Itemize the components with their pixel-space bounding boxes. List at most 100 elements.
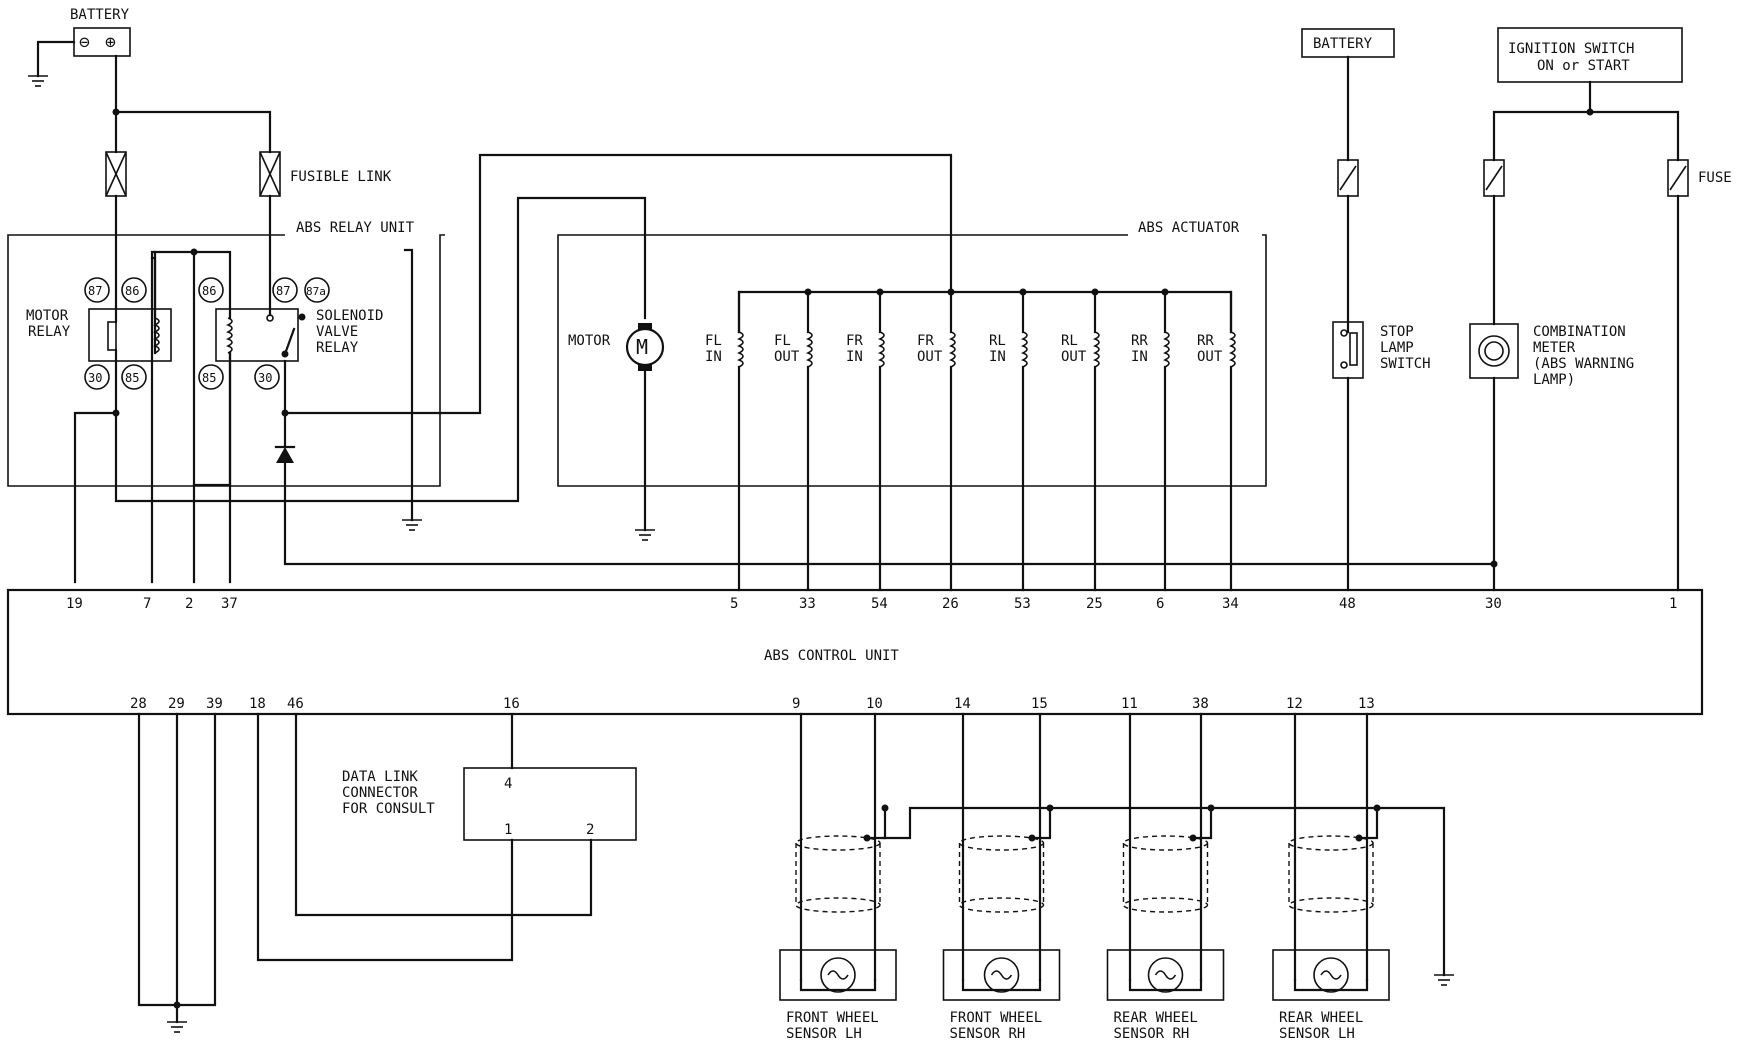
coil-label-8: RR: [1197, 333, 1214, 349]
right-supply: BATTERY STOP LAMP SWITCH IGNITION SWITCH…: [1301, 27, 1732, 592]
dlc-label-2: CONNECTOR: [342, 785, 418, 801]
abs-actuator: ABS ACTUATOR MOTOR M FLINFLOUTFRINFROUTR…: [557, 220, 1267, 592]
terminal-11: 11: [1121, 696, 1138, 712]
sensor-label: FRONT WHEEL: [786, 1010, 879, 1026]
terminal-48: 48: [1339, 596, 1356, 612]
sensor-sublabel: SENSOR RH: [1114, 1026, 1190, 1042]
terminal-19: 19: [66, 596, 83, 612]
solenoid-relay-box: [215, 308, 299, 362]
coil-label-1: FL: [705, 333, 722, 349]
ground-icon: [167, 1021, 187, 1033]
terminal-13: 13: [1358, 696, 1375, 712]
motor-relay-box: [88, 308, 172, 362]
terminal-53: 53: [1014, 596, 1031, 612]
fusible-link-label: FUSIBLE LINK: [290, 169, 392, 185]
coil-sublabel-1: IN: [705, 349, 722, 365]
coil-sublabel-2: OUT: [774, 349, 800, 365]
sensor-label: REAR WHEEL: [1279, 1010, 1363, 1026]
terminal-25: 25: [1086, 596, 1103, 612]
ignition-label-1: IGNITION SWITCH: [1508, 41, 1634, 57]
ground-icon: [1434, 974, 1454, 986]
solenoid-label-2: VALVE: [316, 324, 358, 340]
coil-label-3: FR: [846, 333, 863, 349]
stop-lamp-label-1: STOP: [1380, 324, 1414, 340]
stop-lamp-label-2: LAMP: [1380, 340, 1414, 356]
stop-lamp-label-3: SWITCH: [1380, 356, 1431, 372]
data-link-section: 4 1 2 DATA LINK CONNECTOR FOR CONSULT: [137, 712, 637, 1033]
abs-actuator-label: ABS ACTUATOR: [1138, 220, 1240, 236]
sensor-coil-icon: [1147, 957, 1184, 993]
relay-pin-87: 87: [88, 284, 102, 298]
dlc-label-1: DATA LINK: [342, 769, 418, 785]
sensor-coil-icon: [1313, 957, 1349, 993]
coil-label-6: RL: [1061, 333, 1078, 349]
relay-pin-87: 87: [276, 284, 290, 298]
coil-label-2: FL: [774, 333, 791, 349]
relay-pin-30: 30: [258, 371, 272, 385]
combination-label-3: (ABS WARNING: [1533, 356, 1634, 372]
terminal-39: 39: [206, 696, 223, 712]
sensor-label: FRONT WHEEL: [950, 1010, 1043, 1026]
sensor-sublabel: SENSOR RH: [950, 1026, 1026, 1042]
terminal-28: 28: [130, 696, 147, 712]
battery-main: BATTERY ⊖ ⊕: [28, 7, 272, 154]
coil-sublabel-4: OUT: [917, 349, 943, 365]
control-unit-label: ABS CONTROL UNIT: [764, 648, 899, 664]
sensor-coil-icon: [820, 957, 856, 993]
terminal-9: 9: [792, 696, 800, 712]
motor-label: MOTOR: [568, 333, 611, 349]
relay-pin-85: 85: [202, 371, 216, 385]
coil-sublabel-5: IN: [989, 349, 1006, 365]
ground-icon: [635, 529, 655, 541]
coil-label-7: RR: [1131, 333, 1148, 349]
relay-pin-circles: [84, 277, 330, 390]
coil-sublabel-7: IN: [1131, 349, 1148, 365]
abs-relay-unit: ABS RELAY UNIT MOTOR RELAY SOLENOID VALV…: [7, 153, 1496, 584]
relay-pin-87a: 87a: [306, 285, 326, 298]
combination-label-1: COMBINATION: [1533, 324, 1626, 340]
battery-minus-icon: ⊖: [79, 32, 90, 53]
motor-symbol: M: [636, 335, 648, 359]
motor-relay-label-2: RELAY: [28, 324, 71, 340]
coil-sublabel-3: IN: [846, 349, 863, 365]
terminal-54: 54: [871, 596, 888, 612]
combination-meter-icon: [1469, 323, 1519, 379]
terminal-26: 26: [942, 596, 959, 612]
terminal-15: 15: [1031, 696, 1048, 712]
terminal-7: 7: [143, 596, 151, 612]
terminal-1: 1: [1669, 596, 1677, 612]
sensor-coil-icon: [983, 957, 1020, 993]
dlc-pin-4: 4: [504, 776, 512, 792]
terminal-33: 33: [799, 596, 816, 612]
battery-main-label: BATTERY: [70, 7, 130, 23]
fusible-links: FUSIBLE LINK: [105, 110, 392, 197]
combination-label-2: METER: [1533, 340, 1576, 356]
dlc-pin-1: 1: [504, 822, 512, 838]
solenoid-label-3: RELAY: [316, 340, 359, 356]
coil-label-5: RL: [989, 333, 1006, 349]
relay-pin-86: 86: [202, 284, 216, 298]
relay-pin-85: 85: [125, 371, 139, 385]
battery-plus-icon: ⊕: [105, 32, 116, 53]
terminal-16: 16: [503, 696, 520, 712]
data-link-connector-box: [463, 767, 637, 841]
coil-sublabel-6: OUT: [1061, 349, 1087, 365]
combination-label-4: LAMP): [1533, 372, 1575, 388]
terminal-12: 12: [1286, 696, 1303, 712]
terminal-2: 2: [185, 596, 193, 612]
ground-icon: [402, 519, 422, 531]
terminal-18: 18: [249, 696, 266, 712]
sensor-label: REAR WHEEL: [1114, 1010, 1198, 1026]
relay-pin-86: 86: [125, 284, 139, 298]
ground-icon: [28, 75, 48, 87]
coil-label-4: FR: [917, 333, 934, 349]
abs-relay-unit-label: ABS RELAY UNIT: [296, 220, 415, 236]
terminal-37: 37: [221, 596, 238, 612]
terminal-30: 30: [1485, 596, 1502, 612]
terminal-14: 14: [954, 696, 971, 712]
